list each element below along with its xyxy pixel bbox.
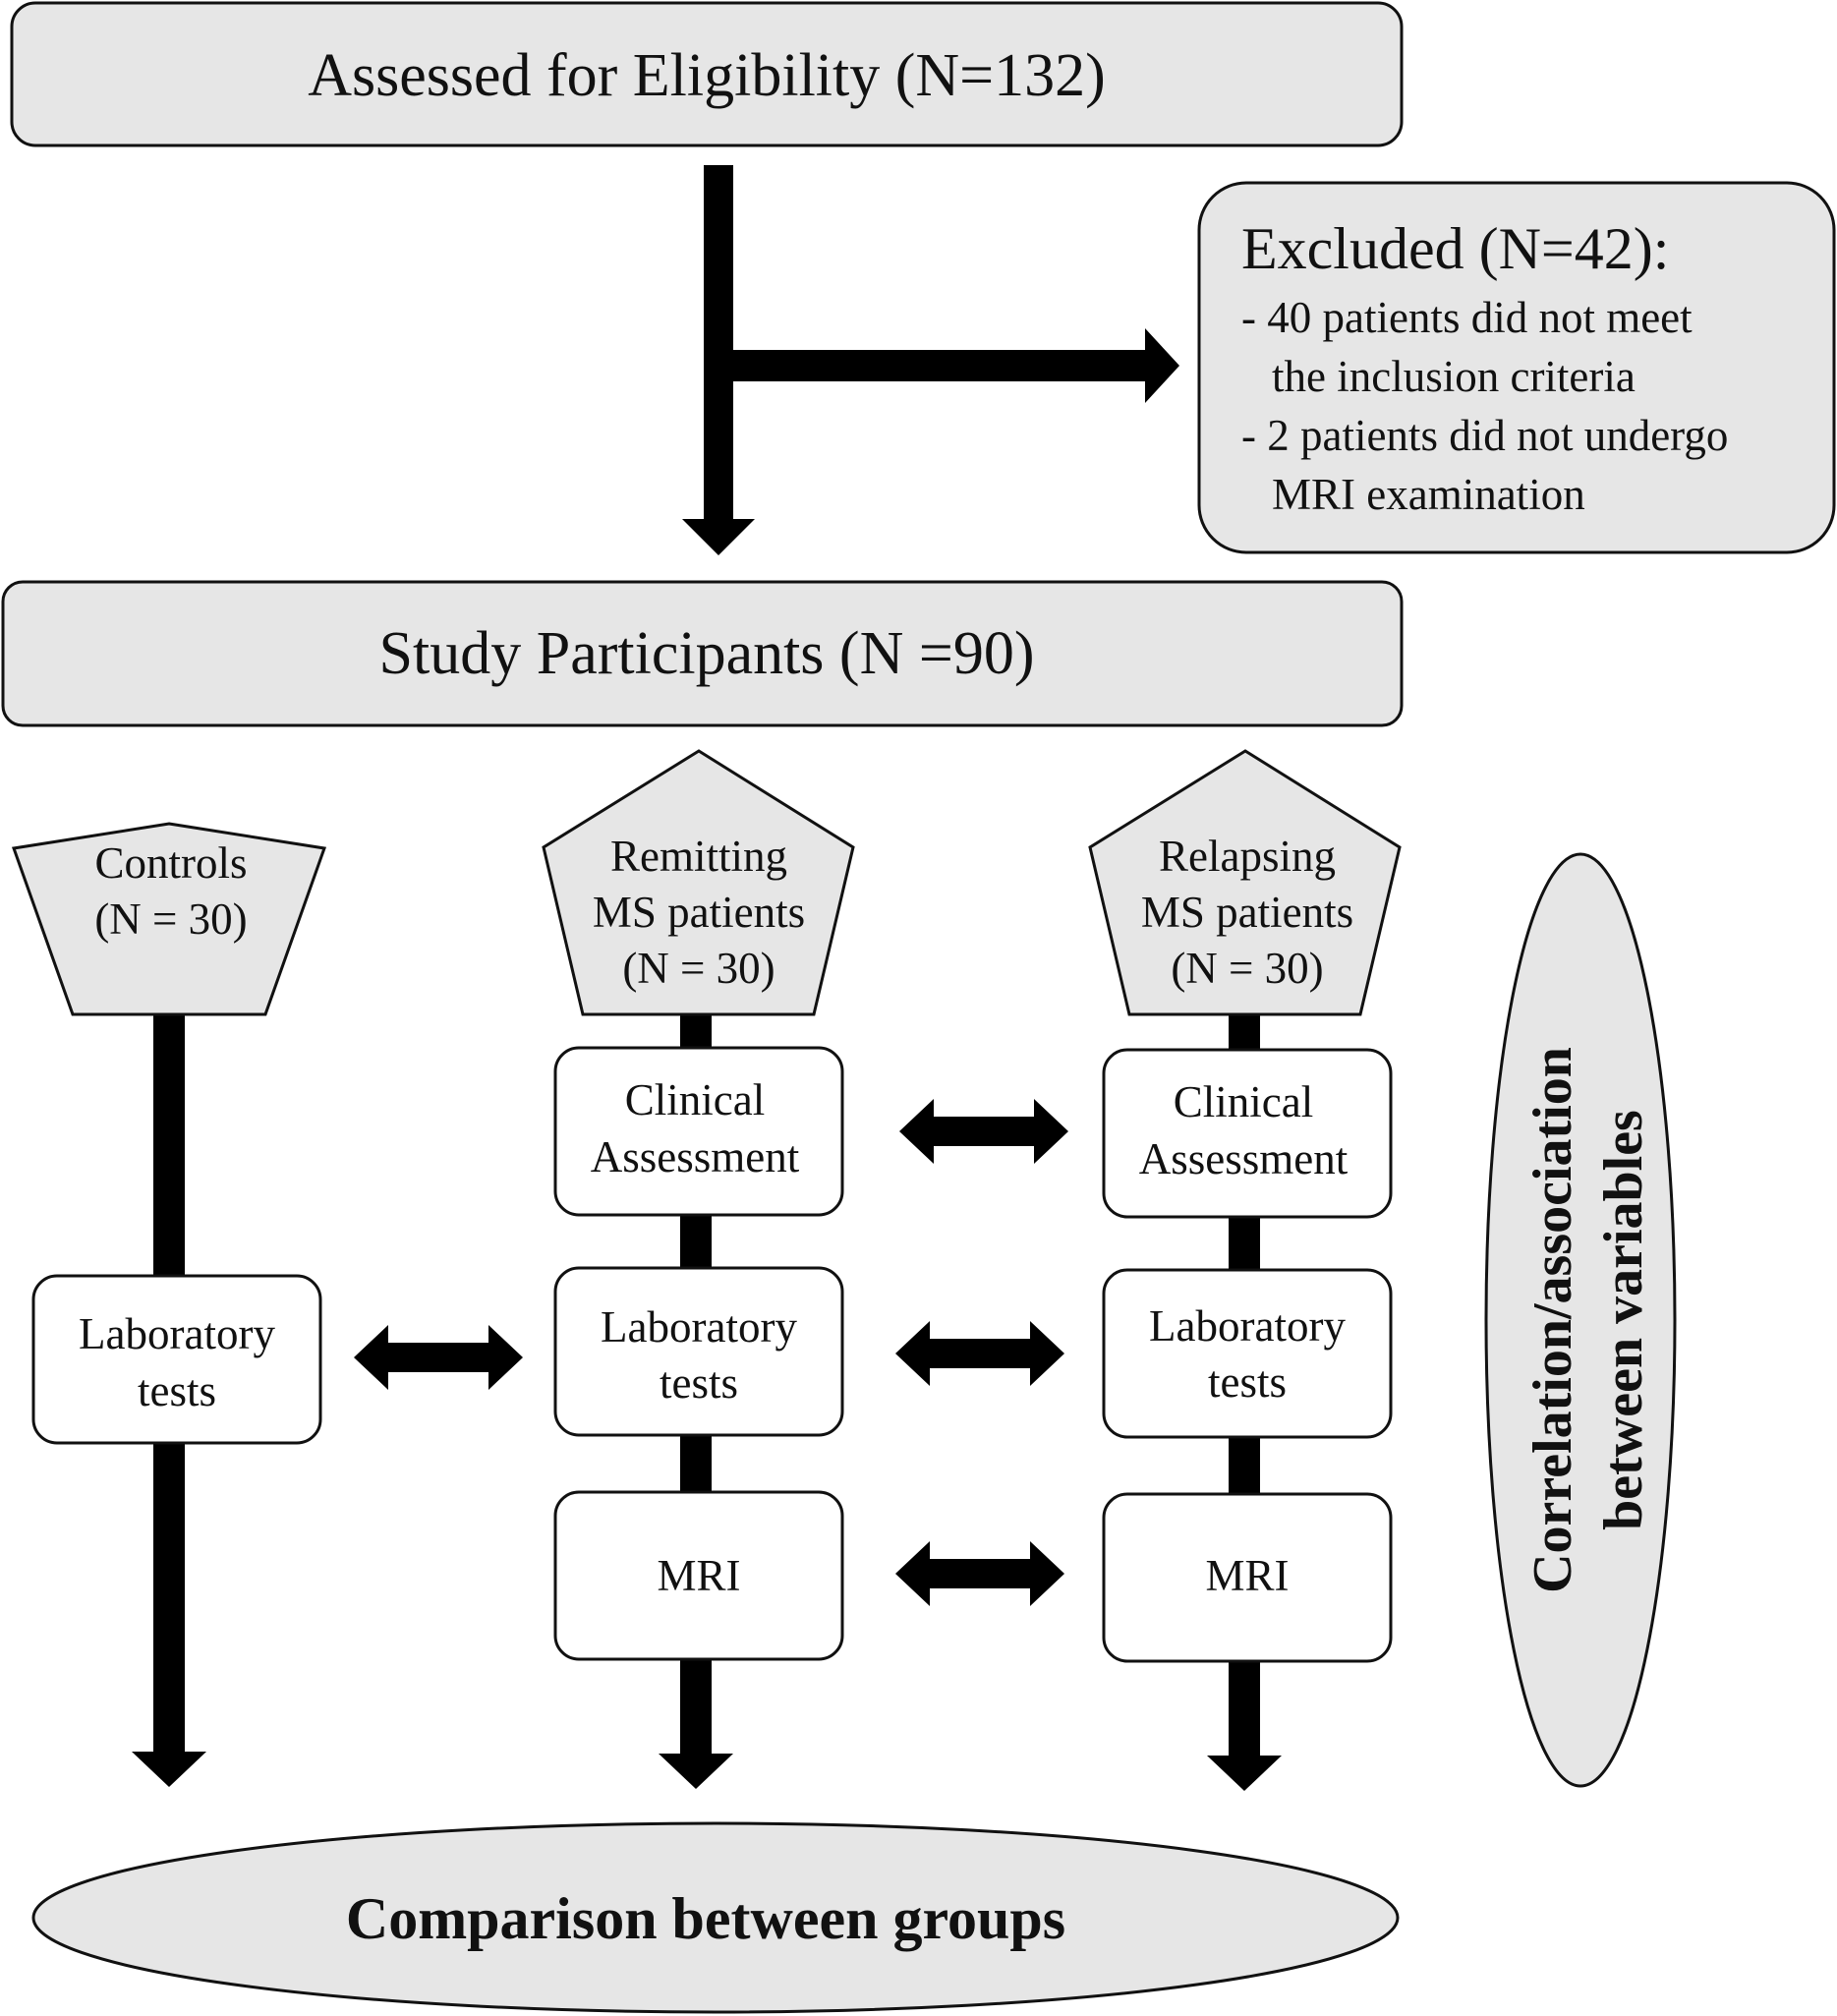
excluded-box: Excluded (N=42): - 40 patients did not m…: [1197, 181, 1836, 554]
relapsing-clinical-label-2: Assessment: [1139, 1134, 1349, 1183]
remitting-label-3: (N = 30): [622, 944, 775, 993]
correlation-ellipse: Correlation/association between variable…: [1484, 852, 1677, 1788]
participants-box: Study Participants (N =90): [1, 580, 1404, 727]
remitting-clinical-label-1: Clinical: [625, 1075, 765, 1124]
remitting-clinical-box: Clinical Assessment: [553, 1046, 844, 1217]
double-arrow-mri: [895, 1541, 1064, 1606]
remitting-label-2: MS patients: [593, 888, 805, 937]
relapsing-laboratory-label-2: tests: [1208, 1357, 1287, 1407]
controls-label-2: (N = 30): [94, 894, 247, 944]
controls-laboratory-box: Laboratory tests: [31, 1274, 322, 1445]
relapsing-laboratory-box: Laboratory tests: [1102, 1268, 1393, 1439]
relapsing-clinical-label-1: Clinical: [1174, 1077, 1313, 1126]
correlation-label-2: between variables: [1593, 1110, 1654, 1530]
relapsing-mri-box: MRI: [1102, 1492, 1393, 1663]
controls-label-1: Controls: [94, 838, 247, 888]
double-arrow-clinical: [899, 1099, 1068, 1164]
controls-laboratory-label-1: Laboratory: [79, 1309, 275, 1358]
double-arrow-laboratory-ms: [895, 1321, 1064, 1386]
remitting-mri-box: MRI: [553, 1490, 844, 1661]
arrow-to-participants: [682, 165, 755, 555]
relapsing-group: Relapsing MS patients (N = 30): [1088, 749, 1402, 1016]
assessed-box: Assessed for Eligibility (N=132): [10, 1, 1404, 147]
arrow-to-excluded: [731, 328, 1179, 403]
remitting-laboratory-label-1: Laboratory: [601, 1302, 797, 1352]
relapsing-mri-label: MRI: [1205, 1551, 1289, 1600]
relapsing-clinical-box: Clinical Assessment: [1102, 1048, 1393, 1219]
remitting-group: Remitting MS patients (N = 30): [542, 749, 855, 1016]
relapsing-laboratory-label-1: Laboratory: [1149, 1301, 1346, 1351]
correlation-label-1: Correlation/association: [1522, 1047, 1583, 1593]
relapsing-label-2: MS patients: [1141, 888, 1353, 937]
participants-label: Study Participants (N =90): [379, 620, 1035, 687]
remitting-mri-label: MRI: [657, 1551, 740, 1600]
controls-laboratory-label-2: tests: [138, 1366, 216, 1415]
excluded-title: Excluded (N=42):: [1241, 216, 1669, 281]
remitting-clinical-label-2: Assessment: [591, 1132, 800, 1181]
excluded-line-3: - 2 patients did not undergo: [1241, 411, 1728, 460]
remitting-laboratory-box: Laboratory tests: [553, 1266, 844, 1437]
remitting-laboratory-label-2: tests: [660, 1358, 738, 1408]
comparison-label: Comparison between groups: [346, 1886, 1065, 1951]
comparison-ellipse: Comparison between groups: [31, 1821, 1400, 2014]
assessed-label: Assessed for Eligibility (N=132): [308, 42, 1106, 109]
excluded-line-2: the inclusion criteria: [1272, 352, 1636, 401]
remitting-label-1: Remitting: [610, 832, 787, 881]
relapsing-label-3: (N = 30): [1171, 944, 1323, 993]
excluded-line-4: MRI examination: [1272, 470, 1585, 519]
controls-group: Controls (N = 30): [11, 822, 327, 1016]
double-arrow-laboratory-controls: [354, 1325, 523, 1390]
excluded-line-1: - 40 patients did not meet: [1241, 293, 1693, 342]
relapsing-label-1: Relapsing: [1159, 832, 1336, 881]
